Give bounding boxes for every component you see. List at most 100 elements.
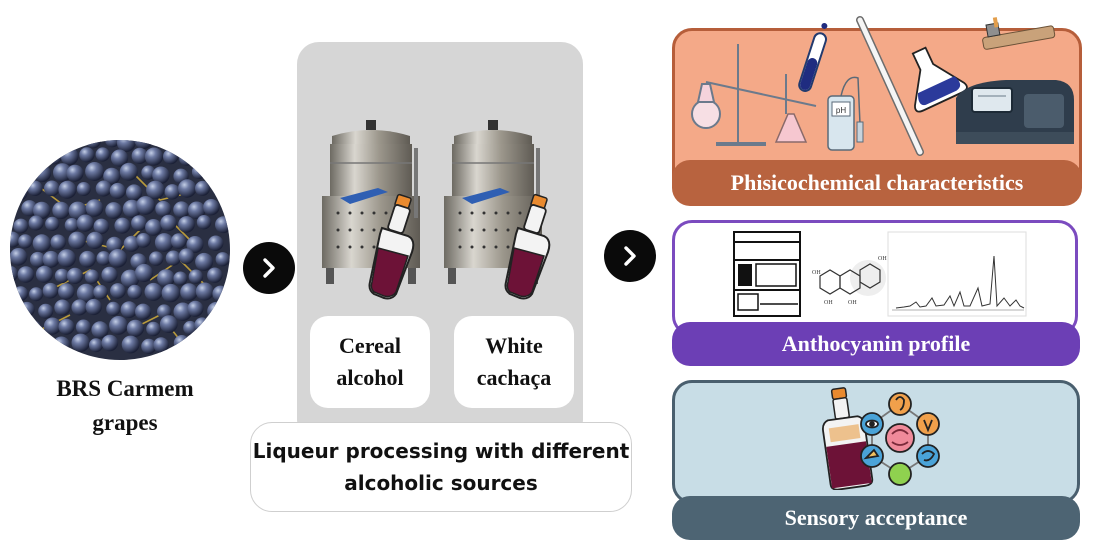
- svg-text:OH: OH: [812, 270, 821, 276]
- svg-text:OH: OH: [878, 256, 887, 262]
- grape-berry: [155, 200, 172, 217]
- grape-berry: [157, 304, 172, 319]
- grape-berry: [33, 201, 51, 220]
- grape-berry: [146, 321, 161, 337]
- ph-display-label: pH: [836, 106, 846, 115]
- grape-berry: [141, 338, 157, 354]
- grape-berry: [106, 236, 123, 253]
- grape-berry: [13, 286, 29, 301]
- grape-berry: [17, 266, 35, 283]
- grape-berry: [85, 298, 102, 316]
- grape-berry: [46, 149, 62, 165]
- grape-berry: [57, 249, 76, 268]
- grape-berry: [144, 147, 164, 166]
- source-card-white-cachaca: White cachaça: [454, 316, 574, 408]
- grape-berry: [146, 180, 165, 200]
- grape-berry: [110, 283, 126, 299]
- grapes-label: BRS Carmem grapes: [56, 376, 194, 435]
- grape-berry: [123, 235, 140, 252]
- grape-berry: [109, 182, 126, 199]
- grape-berry: [93, 284, 108, 300]
- grape-berry: [10, 317, 27, 336]
- grape-berry: [42, 282, 59, 299]
- grapes-photo: [10, 140, 230, 360]
- liqueur-bottle-icon: [366, 190, 426, 307]
- grape-berry: [194, 149, 213, 168]
- grape-berry: [54, 268, 70, 284]
- outcome-label: Phisicochemical characteristics: [730, 170, 1024, 195]
- grape-berry: [208, 235, 224, 251]
- grape-berry: [105, 140, 120, 148]
- grape-berry: [110, 149, 129, 167]
- grape-berry: [206, 140, 222, 147]
- grape-berry: [79, 250, 96, 268]
- test-tube-icon: [798, 22, 828, 92]
- grape-berry: [173, 201, 190, 218]
- grape-berry: [33, 140, 50, 151]
- grape-berry: [43, 317, 62, 335]
- grape-berry: [145, 219, 162, 236]
- grape-berry: [10, 140, 18, 148]
- grape-berry: [79, 147, 95, 163]
- grape-berry: [173, 271, 188, 286]
- grape-berry: [188, 269, 204, 284]
- grape-berry: [10, 304, 18, 320]
- grape-berry: [127, 284, 142, 300]
- grape-berry: [16, 334, 33, 351]
- grape-berry: [52, 336, 71, 354]
- grape-berry: [34, 336, 49, 352]
- grape-berry: [120, 269, 140, 288]
- outcome-label: Sensory acceptance: [784, 505, 968, 530]
- grape-berry: [119, 162, 138, 181]
- grape-berry: [157, 269, 175, 287]
- ph-meter-icon: pH: [827, 76, 864, 151]
- grape-berry: [10, 248, 28, 266]
- grape-berry: [68, 231, 86, 250]
- grape-berry: [71, 333, 90, 352]
- grape-berry: [85, 199, 104, 217]
- grape-berry: [178, 216, 195, 233]
- grape-berry: [186, 236, 204, 253]
- grape-berry: [179, 151, 194, 166]
- grape-berry: [120, 301, 138, 319]
- grape-berry: [58, 283, 75, 300]
- grape-berry: [195, 282, 214, 301]
- grape-berry: [207, 267, 223, 283]
- grape-berry: [71, 299, 88, 316]
- physicochemical-label-bar: Phisicochemical characteristics: [672, 160, 1082, 206]
- grape-berry: [114, 217, 131, 234]
- grape-berry: [152, 166, 170, 184]
- grape-berry: [33, 164, 51, 183]
- grape-berry: [95, 180, 112, 197]
- grape-berry: [108, 249, 128, 268]
- process-caption-text: Liqueur processing with different alcoho…: [252, 439, 630, 495]
- arrow-right-icon: [243, 242, 295, 294]
- grape-berry: [30, 251, 46, 268]
- grape-berry: [187, 201, 206, 220]
- grape-berry: [12, 185, 28, 201]
- grape-berry: [32, 234, 51, 253]
- grape-berry: [91, 321, 109, 339]
- grape-berry: [144, 282, 163, 301]
- grape-berry: [134, 263, 154, 283]
- grape-berry: [136, 196, 155, 215]
- grape-berry: [173, 140, 189, 147]
- arrow-right-icon: [604, 230, 656, 282]
- source-label: Cereal alcohol: [336, 333, 404, 390]
- grape-berry: [215, 252, 230, 267]
- grape-berry: [212, 285, 229, 302]
- grape-berry: [173, 302, 193, 322]
- chromatogram-chart-icon: [887, 231, 1027, 317]
- grape-berry: [17, 140, 34, 148]
- grape-berry: [163, 148, 179, 165]
- grape-berry: [35, 265, 53, 283]
- grape-berry: [207, 301, 226, 321]
- grape-berry: [85, 162, 105, 181]
- grape-berry: [192, 140, 208, 148]
- grape-berry: [183, 320, 198, 335]
- grape-berry: [173, 335, 190, 351]
- grape-berry: [96, 251, 111, 266]
- grape-berry: [86, 231, 104, 249]
- grape-berry: [187, 300, 204, 317]
- grape-berry: [13, 218, 29, 234]
